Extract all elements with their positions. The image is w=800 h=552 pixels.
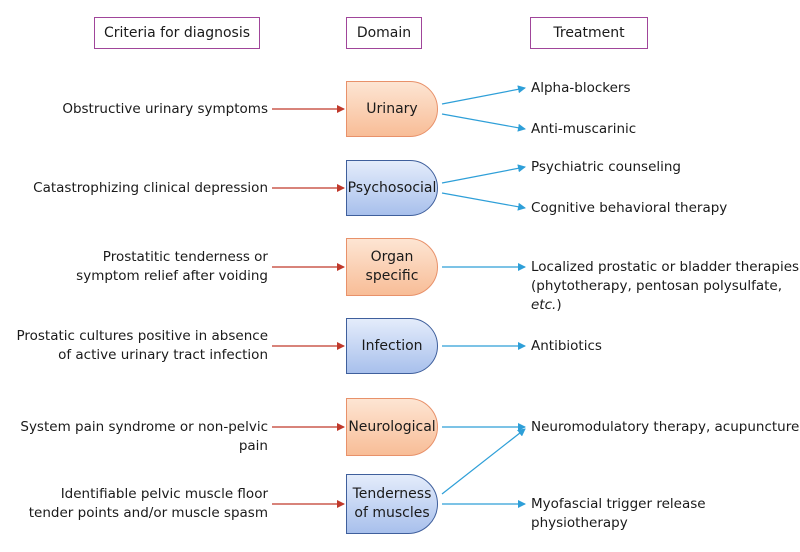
treatment-line: Antibiotics (531, 337, 602, 354)
treatment-text: Psychiatric counseling (531, 158, 681, 177)
domain-label: Infection (361, 337, 422, 356)
treatment-arrow (441, 192, 526, 211)
criteria-line: Prostatic cultures positive in absence (16, 328, 268, 344)
domain-line: Neurological (348, 418, 436, 435)
header-criteria-label: Criteria for diagnosis (103, 25, 251, 41)
domain-box: Psychosocial (346, 160, 438, 216)
domain-label: Tenderness of muscles (353, 485, 432, 523)
criteria-text: Obstructive urinary symptoms (62, 100, 268, 119)
domain-line: of muscles (354, 505, 430, 521)
domain-label: Organ specific (347, 248, 437, 286)
treatment-arrow (441, 85, 526, 105)
header-domain-label: Domain (356, 25, 412, 41)
treatment-line: Psychiatric counseling (531, 158, 681, 175)
domain-box: Tenderness of muscles (346, 474, 438, 534)
treatment-text: Myofascial trigger release physiotherapy (531, 495, 800, 533)
criteria-line: Prostatitic tenderness or (102, 249, 268, 265)
criteria-line: tender points and/or muscle spasm (28, 505, 268, 521)
criteria-line: Catastrophizing clinical depression (33, 179, 268, 196)
domain-box: Organ specific (346, 238, 438, 296)
criteria-text: Prostatitic tenderness or symptom relief … (76, 248, 268, 286)
criteria-line: Identifiable pelvic muscle floor (60, 486, 268, 502)
treatment-text: Neuromodulatory therapy, acupuncture (531, 418, 799, 437)
domain-label: Urinary (366, 100, 417, 119)
criteria-line: System pain syndrome or non-pelvic pain (20, 418, 268, 454)
treatment-arrow (441, 164, 526, 184)
treatment-line: Neuromodulatory therapy, acupuncture (531, 418, 800, 435)
treatment-arrow (441, 428, 526, 495)
treatment-text: Alpha-blockers (531, 79, 630, 98)
treatment-line: Alpha-blockers (531, 79, 631, 96)
domain-line: Organ specific (365, 249, 419, 284)
header-domain: Domain (346, 17, 422, 49)
header-treatment-label: Treatment (553, 25, 625, 41)
treatment-text: Anti-muscarinic (531, 120, 636, 139)
domain-box: Neurological (346, 398, 438, 456)
domain-line: Psychosocial (347, 179, 437, 196)
domain-line: Urinary (366, 100, 418, 117)
criteria-text: System pain syndrome or non-pelvic pain (0, 418, 268, 456)
domain-label: Psychosocial (348, 179, 437, 198)
treatment-line: Myofascial trigger release physiotherapy (531, 495, 706, 531)
criteria-text: Prostatic cultures positive in absence of… (16, 327, 268, 365)
criteria-line: symptom relief after voiding (76, 268, 268, 284)
criteria-text: Identifiable pelvic muscle floor tender p… (29, 485, 268, 523)
treatment-line: Anti-muscarinic (531, 120, 637, 137)
treatment-text: Antibiotics (531, 337, 602, 356)
treatment-line: Localized prostatic or bladder therapies (531, 258, 800, 275)
domain-label: Neurological (348, 418, 435, 437)
domain-box: Infection (346, 318, 438, 374)
treatment-arrow (441, 113, 526, 132)
treatment-line: Cognitive behavioral therapy (531, 199, 728, 216)
treatment-line: (phytotherapy, pentosan polysulfate, etc… (531, 277, 783, 313)
domain-box: Urinary (346, 81, 438, 137)
treatment-text: Localized prostatic or bladder therapies… (531, 258, 800, 315)
criteria-line: Obstructive urinary symptoms (62, 100, 268, 117)
domain-line: Infection (361, 337, 423, 354)
header-treatment: Treatment (530, 17, 648, 49)
header-criteria: Criteria for diagnosis (94, 17, 260, 49)
criteria-line: of active urinary tract infection (58, 347, 268, 363)
criteria-text: Catastrophizing clinical depression (33, 179, 268, 198)
domain-line: Tenderness (352, 486, 432, 502)
treatment-text: Cognitive behavioral therapy (531, 199, 727, 218)
